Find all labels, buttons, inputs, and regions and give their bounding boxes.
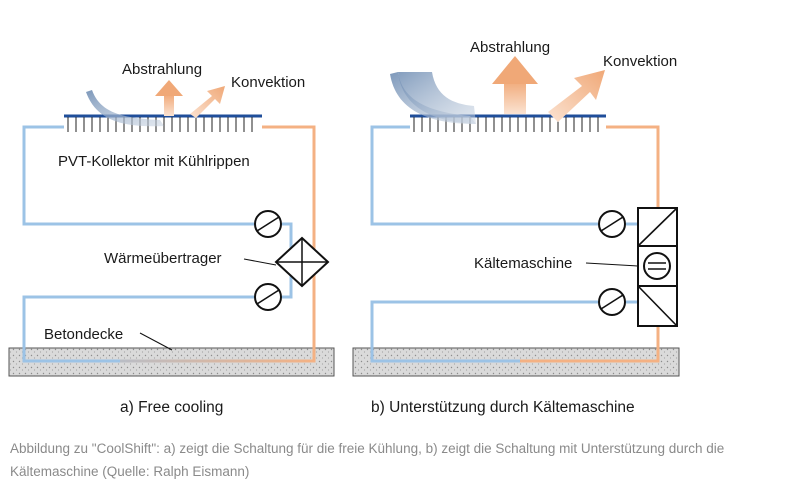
radiation-arrow-blue-body [398,72,476,124]
label-betondecke: Betondecke [44,326,123,343]
heat-exchanger-leader [243,258,277,266]
label-abstrahlung-a: Abstrahlung [122,61,202,78]
label-abstrahlung-b: Abstrahlung [470,39,550,56]
chiller-leader [585,262,639,267]
diagram-a: Abstrahlung Konvektion PVT-Kollektor mit… [8,61,335,416]
subtitle-a: a) Free cooling [120,399,223,416]
coolshift-figure: Abstrahlung Konvektion PVT-Kollektor mit… [8,39,680,416]
label-konvektion-b: Konvektion [603,53,677,70]
collector-loop [22,125,316,250]
label-kaeltemaschine: Kältemaschine [474,255,572,272]
betondecke-leader [139,332,173,351]
radiation-arrow-blue [86,90,164,127]
label-kollektor: PVT-Kollektor mit Kühlrippen [58,153,250,170]
label-konvektion-a: Konvektion [231,74,305,91]
diagram-b: Abstrahlung Konvektion Kältemaschine b) … [352,39,680,416]
figure-caption: Abbildung zu "CoolShift": a) zeigt die S… [10,441,725,479]
pvt-collector [64,114,262,132]
heat-exchanger-icon [274,236,330,288]
radiation-arrow [492,56,538,114]
subtitle-b: b) Unterstützung durch Kältemaschine [371,399,635,416]
chiller-icon [637,207,678,327]
convection-arrow [548,70,605,122]
label-waermeuebertrager: Wärmeübertrager [104,250,222,267]
collector-loop [370,125,660,226]
convection-arrow [190,86,225,118]
ceiling-loop [370,300,660,363]
radiation-arrow [155,80,183,116]
ceiling-loop [22,274,316,363]
